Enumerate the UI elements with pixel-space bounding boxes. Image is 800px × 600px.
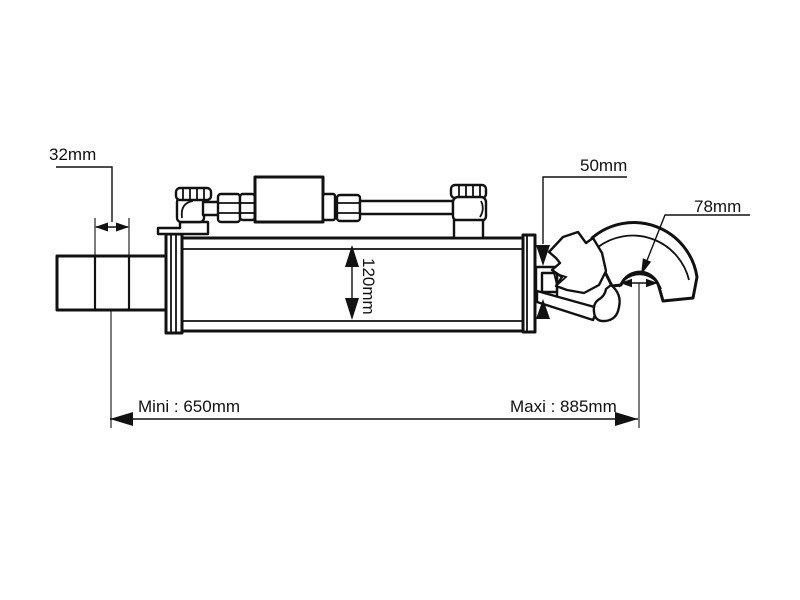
dimension-120mm: 120mm xyxy=(345,245,378,320)
pipe xyxy=(358,199,455,216)
dimension-50mm: 50mm xyxy=(536,156,627,319)
valve-block xyxy=(253,175,325,224)
block-collar xyxy=(321,192,337,222)
dimension-32mm-label: 32mm xyxy=(49,145,96,164)
dimension-120mm-label: 120mm xyxy=(359,258,378,315)
hook xyxy=(535,221,699,323)
dimension-32mm: 32mm xyxy=(49,145,130,256)
elbow-cap xyxy=(174,186,213,202)
dimension-mini-label: Mini : 650mm xyxy=(138,397,240,416)
block-nut xyxy=(335,193,362,223)
dimension-50mm-label: 50mm xyxy=(580,156,627,175)
dimension-maxi-label: Maxi : 885mm xyxy=(510,397,617,416)
union-collar xyxy=(238,192,257,222)
right-fitting-body xyxy=(451,195,488,223)
hook-tip xyxy=(592,283,621,323)
dimension-78mm: 78mm xyxy=(620,197,750,428)
tube xyxy=(201,200,221,217)
union-nut xyxy=(216,192,242,224)
cylinder-right-cap xyxy=(521,233,537,334)
left-shaft xyxy=(55,254,168,312)
right-fitting-base xyxy=(452,218,485,240)
cylinder-left-cap xyxy=(164,232,184,335)
hook-lower-jaw xyxy=(535,289,600,322)
top-assembly xyxy=(156,175,488,240)
dimension-78mm-label: 78mm xyxy=(694,197,741,216)
dimension-length: Mini : 650mm Maxi : 885mm xyxy=(110,311,638,428)
elbow-bracket xyxy=(156,220,210,236)
